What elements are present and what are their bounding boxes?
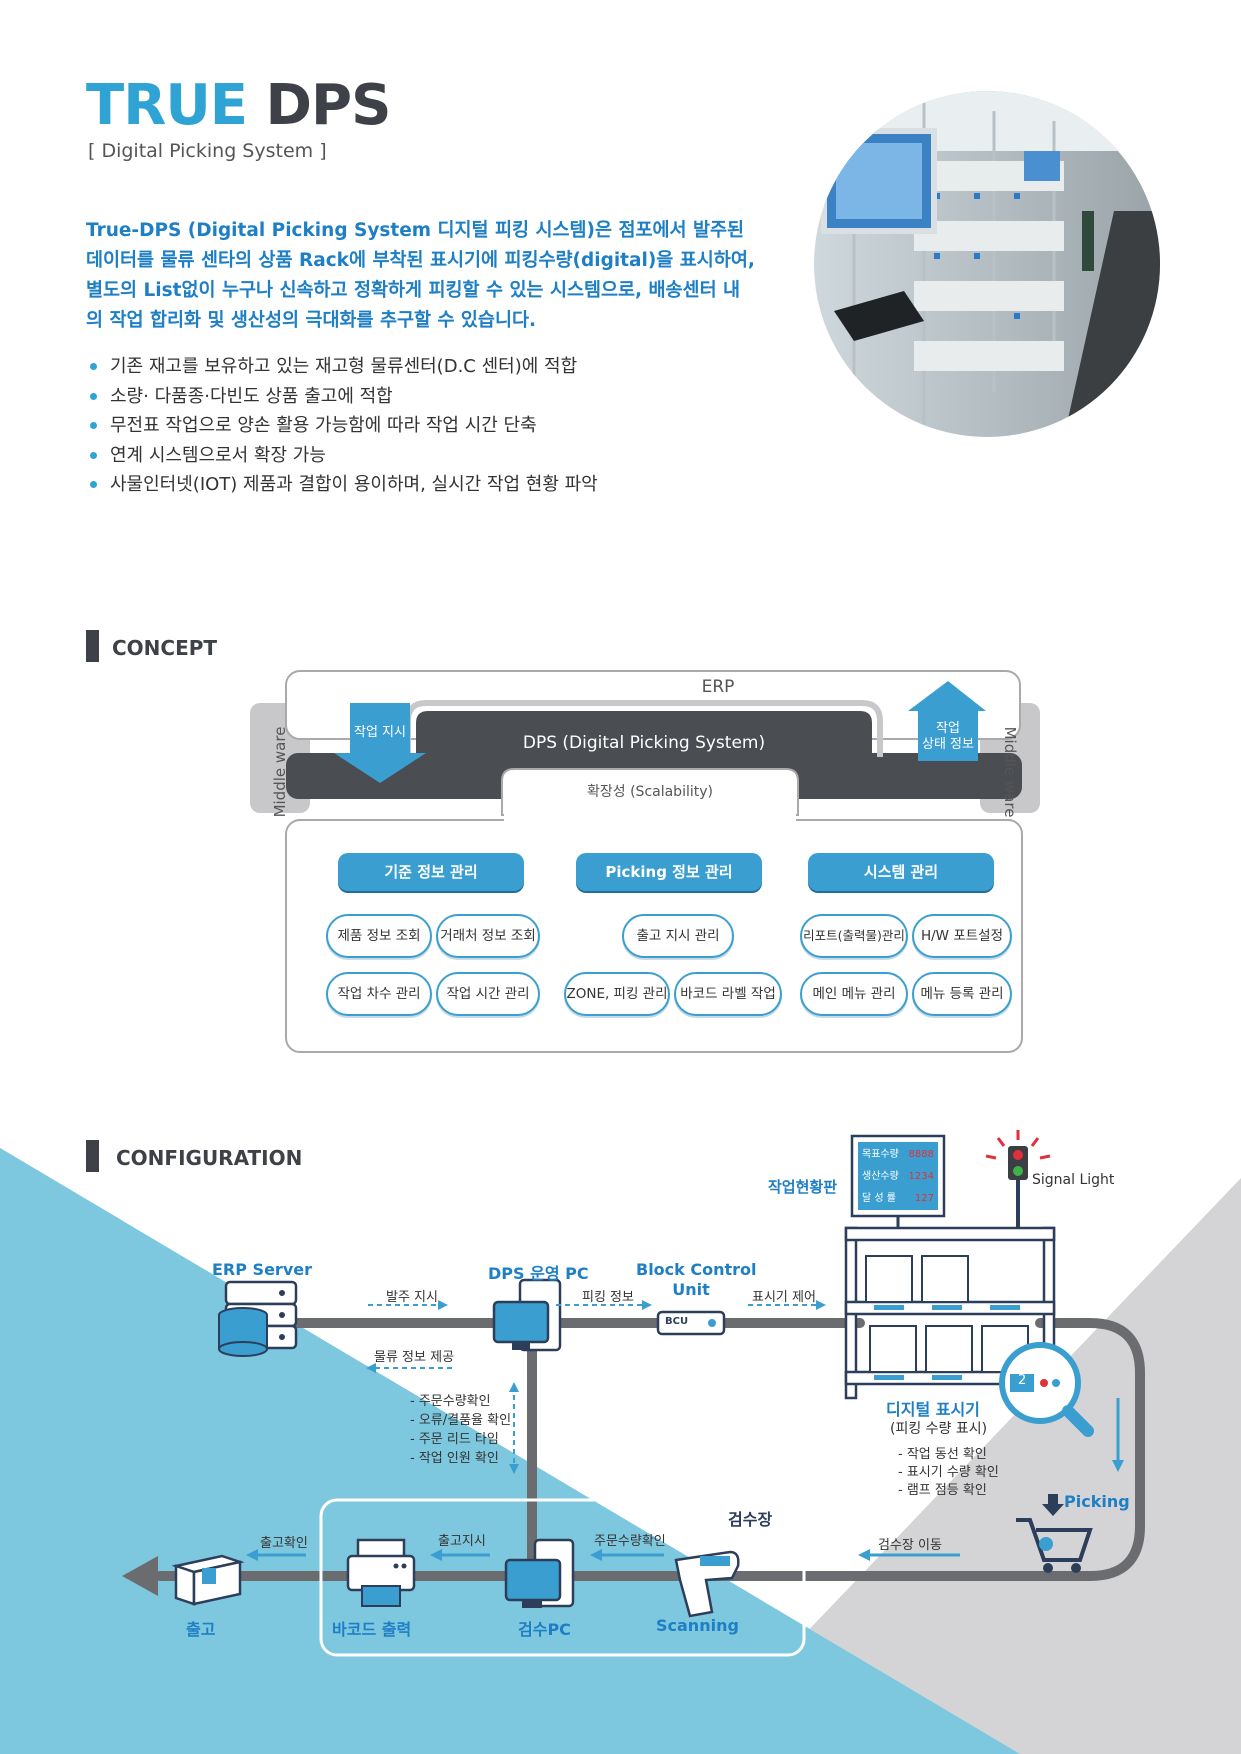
printer-icon — [346, 1538, 416, 1607]
status-arrow-body — [918, 711, 978, 761]
work-order-label: 작업 지시 — [354, 725, 406, 740]
concept-item-menu-register: 메뉴 등록 관리 — [912, 972, 1012, 1016]
feature-list: 기존 재고를 보유하고 있는 재고형 물류센터(D.C 센터)에 적합 소량· … — [86, 352, 598, 500]
feature-item: 기존 재고를 보유하고 있는 재고형 물류센터(D.C 센터)에 적합 — [86, 352, 598, 382]
title-dps: DPS — [265, 73, 392, 138]
display-check-item: - 표시기 수량 확인 — [898, 1465, 999, 1480]
feature-item: 무전표 작업으로 양손 활용 가능함에 따라 작업 시간 단축 — [86, 411, 598, 441]
barcode-print-label: 바코드 출력 — [332, 1620, 412, 1639]
board-row-value: 127 — [914, 1193, 934, 1204]
board-row-label: 달 성 률 — [862, 1193, 896, 1204]
board-row-label: 목표수량 — [862, 1149, 899, 1160]
concept-item-hw-port: H/W 포트설정 — [912, 914, 1012, 958]
feature-item: 소량· 다품종·다빈도 상품 출고에 적합 — [86, 382, 598, 412]
concept-item-report: 리포트(출력물)관리 — [800, 914, 908, 958]
shipping-box-icon — [171, 1554, 245, 1606]
picking-label: Picking — [1064, 1492, 1130, 1511]
concept-item-work-round: 작업 차수 관리 — [326, 972, 432, 1016]
order-instruction-label: 발주 지시 — [386, 1290, 438, 1305]
status-arrow-head — [908, 681, 986, 717]
scanner-icon — [674, 1550, 740, 1618]
dps-pc-label: DPS 운영 PC — [488, 1264, 589, 1283]
board-row-label: 생산수량 — [862, 1171, 899, 1182]
display-check-list: - 작업 동선 확인 - 표시기 수량 확인 - 램프 점등 확인 — [898, 1446, 999, 1500]
erp-server-label: ERP Server — [212, 1260, 312, 1279]
inspection-pc-label: 검수PC — [518, 1620, 571, 1639]
feature-item: 연계 시스템으로서 확장 가능 — [86, 441, 598, 471]
dps-label: DPS (Digital Picking System) — [522, 733, 766, 753]
concept-section-label: CONCEPT — [112, 636, 218, 660]
dps-check-item: - 주문수량확인 — [410, 1394, 491, 1409]
bcu-label-line2: Unit — [672, 1280, 710, 1299]
feature-item: 사물인터넷(IOT) 제품과 결합이 용이하며, 실시간 작업 현황 파악 — [86, 470, 598, 500]
concept-item-product-info: 제품 정보 조회 — [326, 914, 432, 958]
status-label-line1: 작업 — [936, 721, 960, 736]
group-title-basic-info: 기준 정보 관리 — [338, 853, 524, 891]
scanning-label: Scanning — [656, 1616, 739, 1635]
scalability-label: 확장성 (Scalability) — [587, 784, 713, 800]
dps-check-item: - 주문 리드 타임 — [410, 1432, 499, 1447]
display-control-label: 표시기 제어 — [752, 1290, 816, 1305]
status-board — [850, 1134, 946, 1232]
picking-info-label: 피킹 정보 — [582, 1290, 634, 1305]
signal-light-icon — [985, 1130, 1051, 1232]
order-qty-check-label: 주문수량확인 — [594, 1534, 666, 1549]
board-row-value: 8888 — [908, 1149, 934, 1160]
shipping-label: 출고 — [186, 1620, 216, 1639]
dps-check-item: - 작업 인원 확인 — [410, 1451, 499, 1466]
concept-item-main-menu: 메인 메뉴 관리 — [800, 972, 908, 1016]
board-row-value: 1234 — [908, 1171, 934, 1182]
inspection-area-frame — [319, 1498, 806, 1657]
dps-check-list: - 주문수량확인 - 오류/결품율 확인 - 주문 리드 타임 - 작업 인원 … — [410, 1392, 511, 1468]
bcu-label-line1: Block Control — [636, 1260, 757, 1279]
concept-item-work-time: 작업 시간 관리 — [436, 972, 540, 1016]
inspection-pc-icon — [504, 1538, 575, 1608]
digital-display-sublabel: (피킹 수량 표시) — [890, 1421, 988, 1437]
warehouse-photo — [814, 91, 1160, 437]
group-title-picking-info: Picking 정보 관리 — [576, 853, 762, 891]
status-board-rows: 목표수량 8888 생산수량 1234 달 성 률 127 — [858, 1144, 938, 1210]
concept-section-bar — [86, 630, 99, 662]
intro-paragraph: True-DPS (Digital Picking System 디지털 피킹 … — [86, 220, 755, 331]
erp-label: ERP — [701, 677, 735, 697]
dps-check-item: - 오류/결품율 확인 — [410, 1413, 512, 1428]
page-title: TRUE DPS — [86, 78, 391, 134]
picking-cart-icon — [1016, 1494, 1093, 1573]
work-order-arrow — [334, 703, 426, 783]
concept-item-barcode-label: 바코드 라벨 작업 — [674, 972, 782, 1016]
logistics-info-label: 물류 정보 제공 — [374, 1350, 455, 1365]
dps-pc-icon — [492, 1278, 562, 1352]
display-check-item: - 램프 점등 확인 — [898, 1483, 987, 1498]
signal-light-label: Signal Light — [1032, 1172, 1115, 1188]
status-label-line2: 상태 정보 — [922, 737, 974, 752]
status-board-label: 작업현황판 — [768, 1178, 838, 1196]
group-title-system: 시스템 관리 — [808, 853, 994, 891]
inspection-area-label: 검수장 — [728, 1510, 773, 1529]
digital-display-label: 디지털 표시기 — [886, 1400, 980, 1419]
page-subtitle: [ Digital Picking System ] — [88, 140, 327, 162]
move-to-inspection-label: 검수장 이동 — [878, 1538, 942, 1553]
bcu-badge: BCU — [665, 1316, 689, 1327]
dps-band-top — [416, 711, 872, 753]
magnifier-icon — [999, 1342, 1094, 1437]
status-label: 작업 상태 정보 — [908, 721, 988, 753]
shipping-instruction-label: 출고지시 — [438, 1534, 486, 1549]
inspection-area-tab — [698, 1500, 804, 1536]
config-section-bar — [86, 1140, 99, 1172]
bcu-device-icon — [656, 1310, 726, 1336]
shipping-confirm-label: 출고확인 — [260, 1536, 308, 1551]
scalability-tab — [501, 768, 799, 816]
exit-arrow — [122, 1556, 158, 1596]
display-check-item: - 작업 동선 확인 — [898, 1447, 987, 1462]
config-section-label: CONFIGURATION — [116, 1146, 303, 1170]
bcu-label: Block Control Unit — [636, 1260, 757, 1300]
concept-item-shipping-order: 출고 지시 관리 — [622, 914, 734, 958]
concept-item-zone-picking: ZONE, 피킹 관리 — [564, 972, 670, 1016]
erp-server-icon — [218, 1280, 298, 1357]
title-true: TRUE — [86, 73, 248, 138]
display-number: 2 — [1018, 1373, 1027, 1388]
concept-item-client-info: 거래처 정보 조회 — [436, 914, 540, 958]
